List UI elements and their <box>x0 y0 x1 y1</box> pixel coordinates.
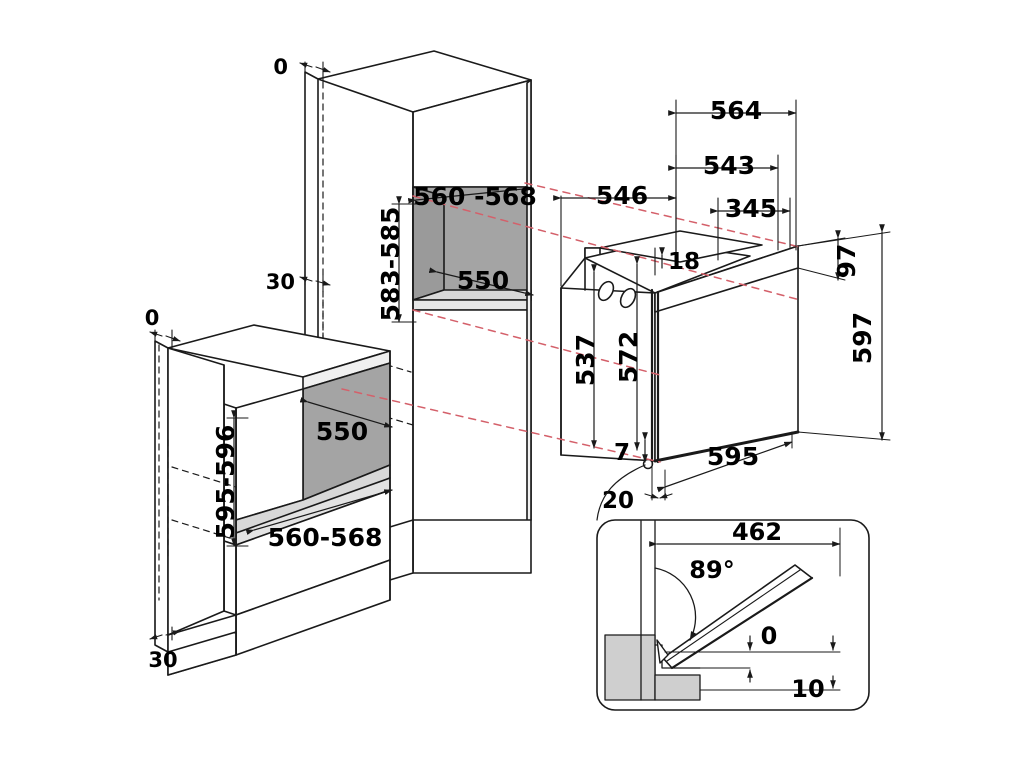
oven-vent-oval-icon-1 <box>597 280 615 302</box>
dim-label-under-cavity-height: 595-596 <box>211 425 240 540</box>
dim-under-cavity-depth: 550 <box>299 397 393 446</box>
detail-door-bottom <box>670 576 814 670</box>
dim-under-floor-gap: 30 <box>148 619 181 672</box>
dim-label-oven-total-height: 597 <box>848 312 877 364</box>
dim-oven-depth-total: 564 <box>668 96 797 256</box>
dim-label-clearance-top: 0 <box>761 622 778 650</box>
dim-label-oven-front-overhang: 20 <box>602 488 634 514</box>
dim-label-door-reach: 462 <box>732 518 782 546</box>
detail-door-inner-line <box>666 569 801 662</box>
dim-tall-cavity-height: 583-585 <box>376 196 417 323</box>
dim-label-oven-front-height: 572 <box>614 331 643 383</box>
dim-label-under-cavity-width: 560-568 <box>268 523 383 552</box>
undercounter-lower-stile <box>223 540 237 616</box>
detail-floor-block-left <box>604 634 656 701</box>
projection-line-cavity-top <box>412 195 801 301</box>
dim-label-oven-body-height: 537 <box>571 334 600 386</box>
dim-oven-front-height: 572 <box>614 256 643 451</box>
dim-oven-foot-height: 7 <box>614 432 648 466</box>
dim-label-clearance-bottom: 10 <box>791 675 824 703</box>
detail-floor-block-right <box>654 674 701 701</box>
detail-angle-arc <box>654 567 697 641</box>
projection-lines <box>341 182 801 463</box>
dim-label-under-top-gap: 0 <box>145 306 160 330</box>
detail-door-hinge <box>656 639 669 664</box>
oven-appliance <box>560 230 800 470</box>
dim-oven-total-height: 597 <box>797 224 891 441</box>
oven-door-edge <box>650 288 660 465</box>
dim-label-oven-foot-height: 7 <box>614 440 630 466</box>
dim-label-door-angle: 89° <box>689 556 734 584</box>
dim-label-oven-width: 595 <box>707 442 759 471</box>
tall-column-cavity-lip <box>412 299 532 311</box>
dim-oven-trim-depth: 18 <box>654 247 700 276</box>
oven-top-cover <box>599 230 763 263</box>
detail-callout-leader <box>596 464 646 521</box>
dim-oven-depth-back: 345 <box>710 194 791 261</box>
dim-label-oven-depth-body: 543 <box>703 151 755 180</box>
projection-line-cavity-mid <box>412 309 661 376</box>
tall-column-right-edge <box>526 79 532 524</box>
projection-line-cavity-bottom <box>341 388 661 463</box>
dim-under-cavity-height: 595-596 <box>211 410 249 547</box>
door-detail-box: 89° 462 0 10 <box>596 518 870 711</box>
dim-tall-cavity-width: 560 -568 <box>407 182 537 211</box>
undercounter-cavity-left-wall <box>235 388 304 521</box>
undercounter-left-panel <box>154 340 169 653</box>
dim-under-cavity-width: 560-568 <box>245 489 393 552</box>
dim-oven-width: 595 <box>656 431 793 493</box>
dim-oven-front-overhang: 20 <box>602 462 673 514</box>
dim-label-tall-cavity-height: 583-585 <box>376 207 405 322</box>
dim-label-oven-trim-depth: 18 <box>668 249 700 275</box>
dim-oven-depth-body: 543 <box>668 151 779 256</box>
oven-vent-oval-icon-2 <box>619 287 637 309</box>
dim-oven-panel-height: 97 <box>797 230 861 281</box>
dim-label-under-floor-gap: 30 <box>148 648 177 672</box>
dim-label-tall-side-gap: 30 <box>266 270 295 294</box>
dim-label-tall-top-gap: 0 <box>273 55 288 79</box>
dim-label-tall-cavity-width: 560 -568 <box>413 182 536 211</box>
dim-oven-depth-front: 546 <box>553 181 677 287</box>
dim-under-top-gap: 0 <box>145 306 181 350</box>
dim-tall-side-gap: 30 <box>266 270 331 294</box>
under-counter-unit <box>154 324 391 676</box>
dim-label-oven-depth-front: 546 <box>596 181 648 210</box>
dim-label-under-cavity-depth: 550 <box>316 417 368 446</box>
dim-tall-cavity-depth: 550 <box>428 266 534 296</box>
dim-label-tall-cavity-depth: 550 <box>457 266 509 295</box>
dim-label-oven-panel-height: 97 <box>832 244 861 279</box>
projection-line-top <box>524 182 801 248</box>
dim-tall-top-gap: 0 <box>273 55 331 81</box>
tall-column-plinth <box>412 519 532 574</box>
dim-label-oven-depth-total: 564 <box>710 96 762 125</box>
dim-label-oven-depth-back: 345 <box>725 194 777 223</box>
dim-oven-body-height: 537 <box>571 264 600 449</box>
